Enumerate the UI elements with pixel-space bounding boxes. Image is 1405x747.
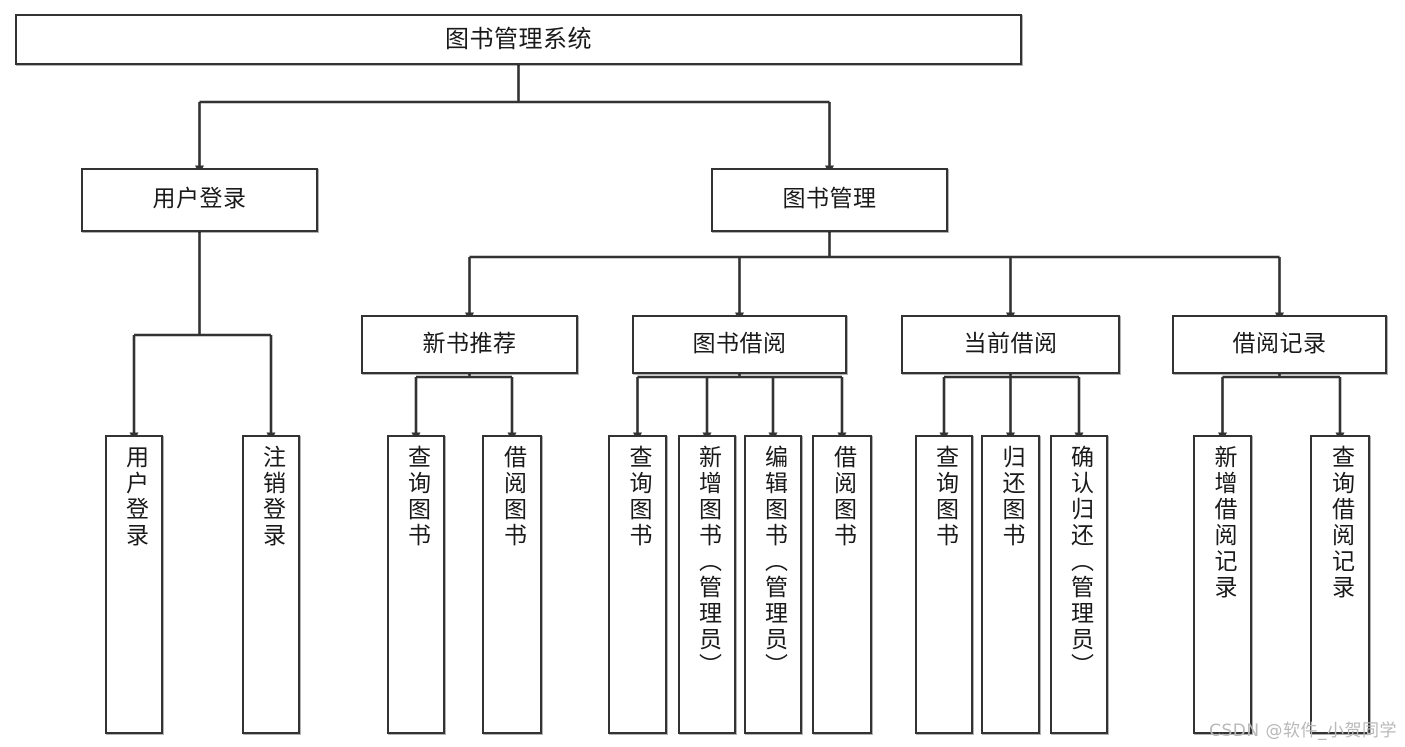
node-leaf-user-login[interactable]: 用户登录: [105, 435, 163, 734]
node-current-borrow[interactable]: 当前借阅: [901, 315, 1120, 374]
node-label-leaf-query-record: 查询借阅记录: [1327, 445, 1354, 601]
node-label-leaf-borrow-book: 借阅图书: [829, 445, 856, 549]
node-user-login[interactable]: 用户登录: [81, 168, 318, 232]
node-label-user-login: 用户登录: [152, 186, 247, 213]
node-label-leaf-return-book: 归还图书: [998, 445, 1024, 549]
node-label-borrow-record: 借阅记录: [1232, 330, 1327, 357]
node-leaf-edit-book[interactable]: 编辑图书（管理员）: [744, 435, 802, 734]
node-leaf-query-book-borrow[interactable]: 查询图书: [608, 435, 667, 734]
node-label-leaf-query-book-rec: 查询图书: [403, 445, 430, 549]
node-label-root: 图书管理系统: [445, 25, 592, 54]
node-root[interactable]: 图书管理系统: [15, 14, 1022, 65]
node-label-leaf-confirm-return: 确认归还（管理员）: [1066, 445, 1093, 679]
node-leaf-add-record[interactable]: 新增借阅记录: [1193, 435, 1252, 734]
node-book-manage[interactable]: 图书管理: [711, 168, 948, 232]
node-leaf-borrow-book[interactable]: 借阅图书: [812, 435, 872, 734]
node-label-leaf-add-record: 新增借阅记录: [1210, 445, 1236, 601]
node-label-book-manage: 图书管理: [782, 186, 877, 213]
node-leaf-add-book[interactable]: 新增图书（管理员）: [678, 435, 736, 734]
node-leaf-borrow-book-rec[interactable]: 借阅图书: [482, 435, 542, 734]
node-label-leaf-add-book: 新增图书（管理员）: [694, 445, 721, 679]
node-label-leaf-user-logout: 注销登录: [258, 445, 285, 549]
node-label-leaf-query-book-cur: 查询图书: [931, 445, 958, 549]
node-label-leaf-borrow-book-rec: 借阅图书: [499, 445, 526, 549]
node-label-leaf-user-login: 用户登录: [121, 445, 148, 549]
node-leaf-return-book[interactable]: 归还图书: [981, 435, 1040, 734]
node-label-current-borrow: 当前借阅: [963, 330, 1058, 357]
node-leaf-confirm-return[interactable]: 确认归还（管理员）: [1050, 435, 1108, 734]
node-label-leaf-edit-book: 编辑图书（管理员）: [760, 445, 787, 679]
node-new-book-rec[interactable]: 新书推荐: [361, 315, 578, 374]
node-leaf-query-book-rec[interactable]: 查询图书: [387, 435, 445, 734]
node-borrow-record[interactable]: 借阅记录: [1172, 315, 1387, 374]
node-leaf-query-book-cur[interactable]: 查询图书: [915, 435, 973, 734]
connector-edges: [129, 65, 1345, 442]
node-leaf-user-logout[interactable]: 注销登录: [242, 435, 300, 734]
node-label-new-book-rec: 新书推荐: [422, 330, 517, 357]
node-label-book-borrow: 图书借阅: [692, 330, 787, 357]
node-leaf-query-record[interactable]: 查询借阅记录: [1310, 435, 1370, 734]
watermark-text: CSDN @软件_小贺同学: [1209, 721, 1397, 741]
node-book-borrow[interactable]: 图书借阅: [632, 315, 847, 374]
node-label-leaf-query-book-borrow: 查询图书: [625, 445, 651, 549]
